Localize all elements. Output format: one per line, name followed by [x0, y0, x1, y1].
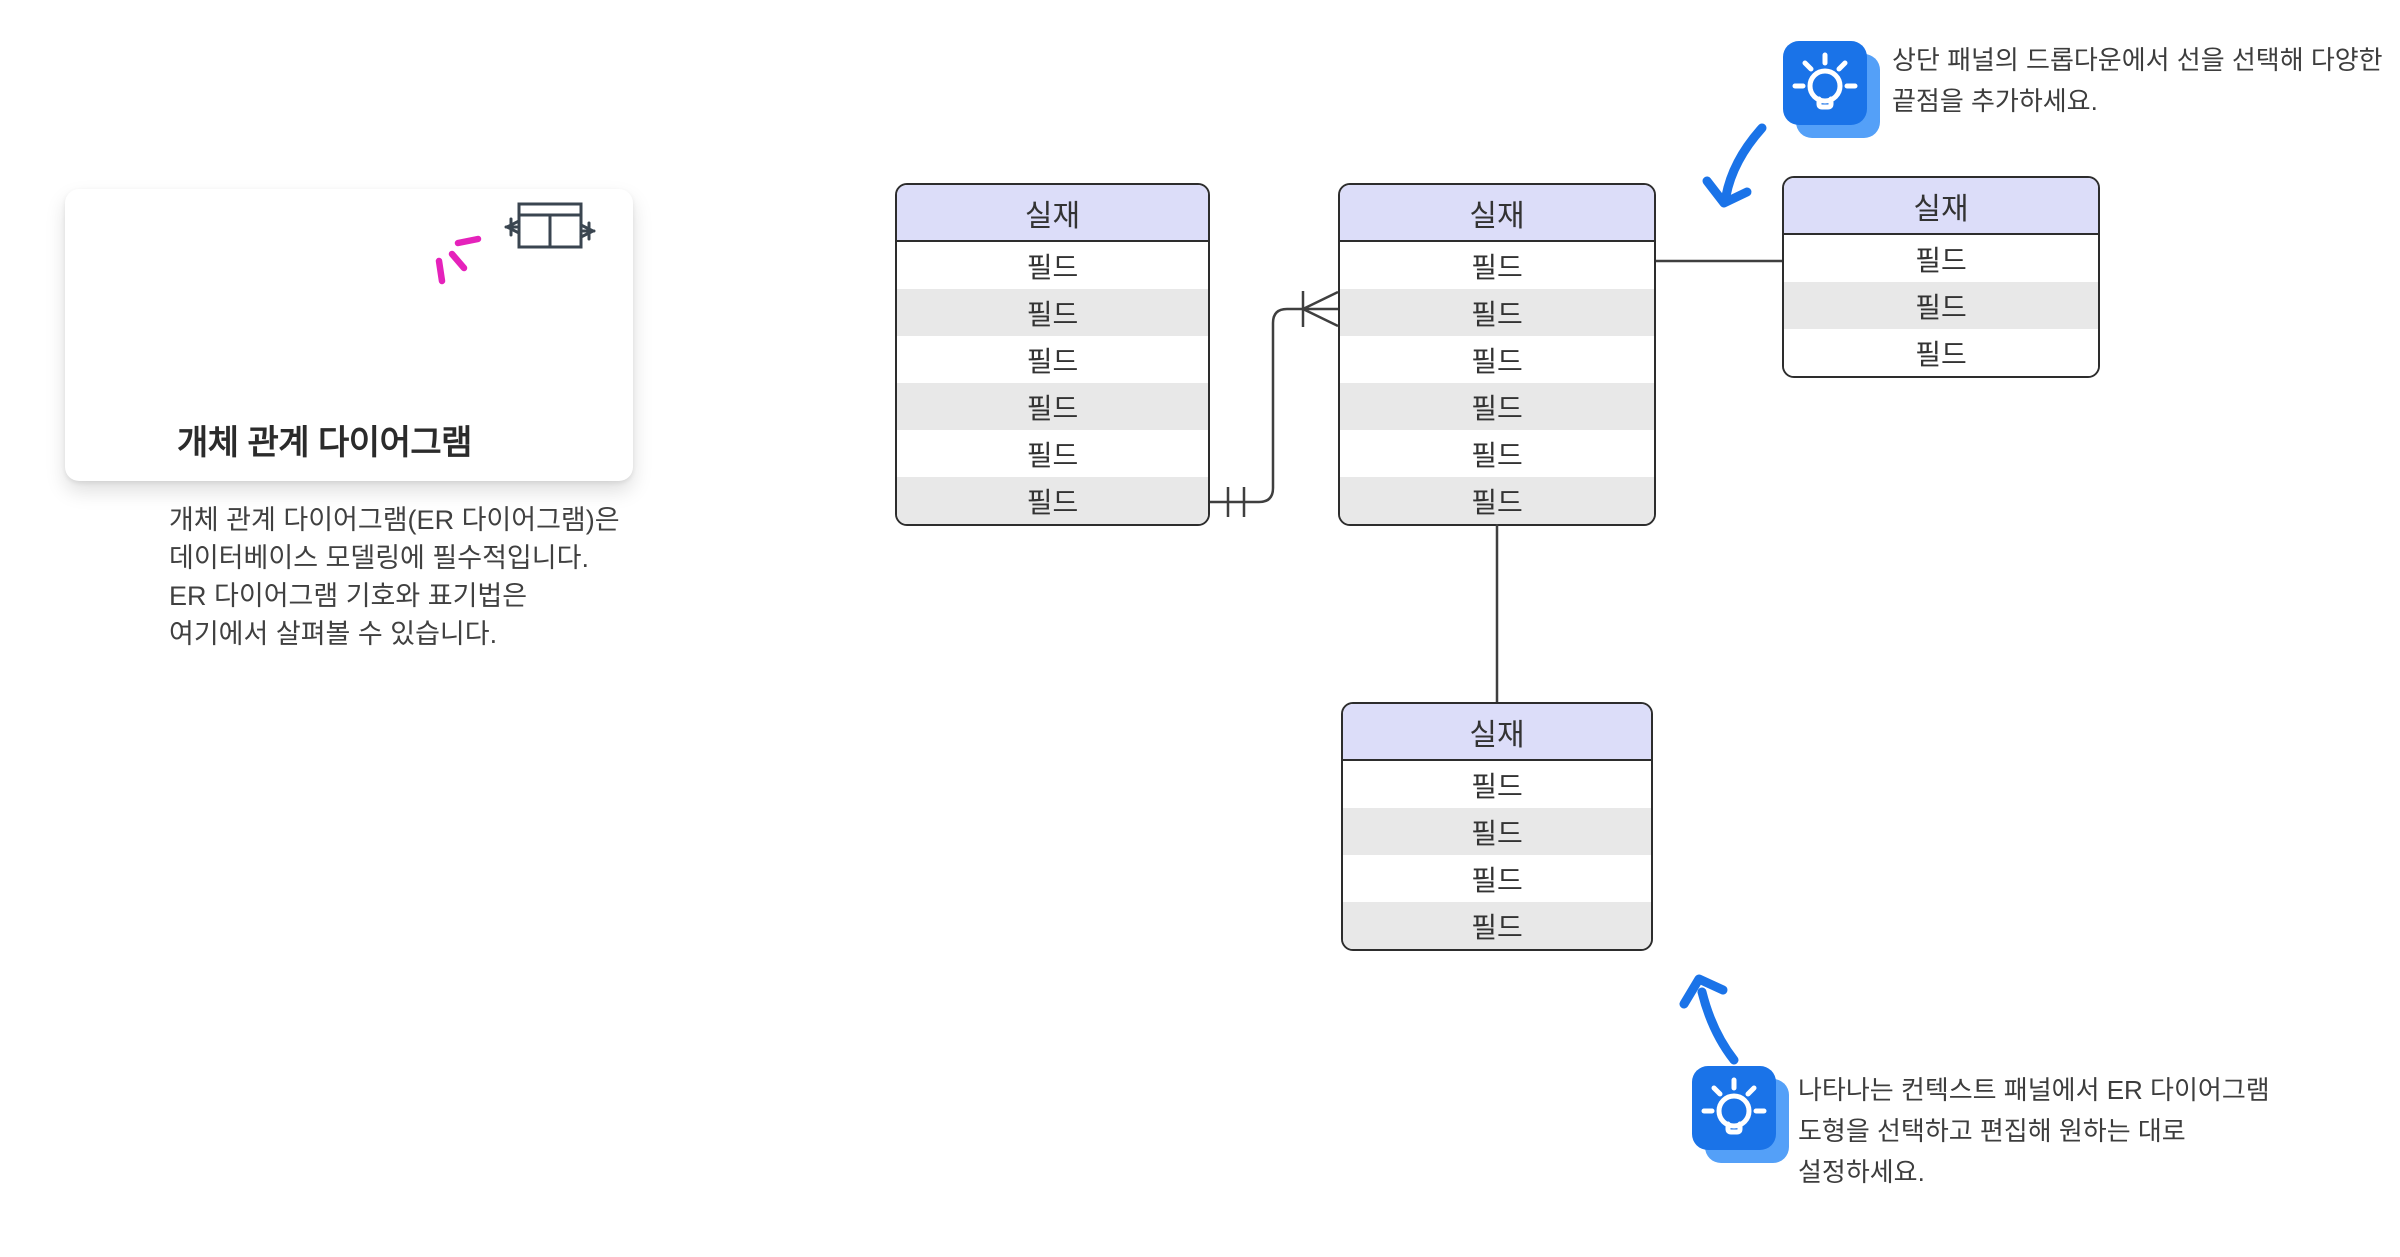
entity-field: 필드 [1343, 855, 1651, 902]
crow-foot-many-icon [1302, 290, 1339, 328]
card-title: 개체 관계 다이어그램 [177, 424, 472, 462]
entity-title: 실재 [1343, 704, 1651, 761]
entity-field: 필드 [1340, 242, 1654, 289]
entity-field: 필드 [1784, 235, 2098, 282]
lightbulb-icon[interactable] [1692, 1066, 1789, 1163]
text-line: 끝점을 추가하세요. [1892, 86, 2098, 116]
entity-field: 필드 [897, 289, 1208, 336]
text-line: 도형을 선택하고 편집해 원하는 대로 [1798, 1116, 2186, 1146]
entity-field: 필드 [1343, 761, 1651, 808]
entity-title: 실재 [1340, 185, 1654, 242]
entity-title: 실재 [897, 185, 1208, 242]
entity-field: 필드 [1784, 282, 2098, 329]
text-line: 설정하세요. [1798, 1157, 1925, 1187]
entity-field: 필드 [1340, 289, 1654, 336]
entity-field: 필드 [1343, 902, 1651, 949]
annotation-arrow-top-icon[interactable] [1702, 123, 1767, 208]
text-line: 나타나는 컨텍스트 패널에서 ER 다이어그램 [1798, 1075, 2270, 1105]
lightbulb-icon[interactable] [1783, 41, 1880, 138]
exactly-one-ticks-icon [1226, 487, 1246, 517]
entity-field: 필드 [1340, 336, 1654, 383]
text-line: ER 다이어그램 기호와 표기법은 [169, 581, 528, 611]
entity-field: 필드 [1784, 329, 2098, 376]
entity-field: 필드 [1340, 430, 1654, 477]
entity-field: 필드 [897, 242, 1208, 289]
entity-field: 필드 [897, 383, 1208, 430]
entity-field: 필드 [1340, 477, 1654, 524]
entity-field: 필드 [897, 336, 1208, 383]
entity-field: 필드 [897, 477, 1208, 524]
text-line: 데이터베이스 모델링에 필수적입니다. [169, 543, 589, 573]
text-line: 상단 패널의 드롭다운에서 선을 선택해 다양한 [1892, 45, 2383, 75]
entity-field: 필드 [897, 430, 1208, 477]
entity-title: 실재 [1784, 178, 2098, 235]
entity-field: 필드 [1340, 383, 1654, 430]
text-line: 개체 관계 다이어그램(ER 다이어그램)은 [169, 505, 620, 535]
entity-field: 필드 [1343, 808, 1651, 855]
text-line: 여기에서 살펴볼 수 있습니다. [169, 619, 498, 649]
annotation-arrow-bottom-icon[interactable] [1679, 974, 1739, 1065]
connector-left-middle[interactable] [1210, 290, 1339, 517]
